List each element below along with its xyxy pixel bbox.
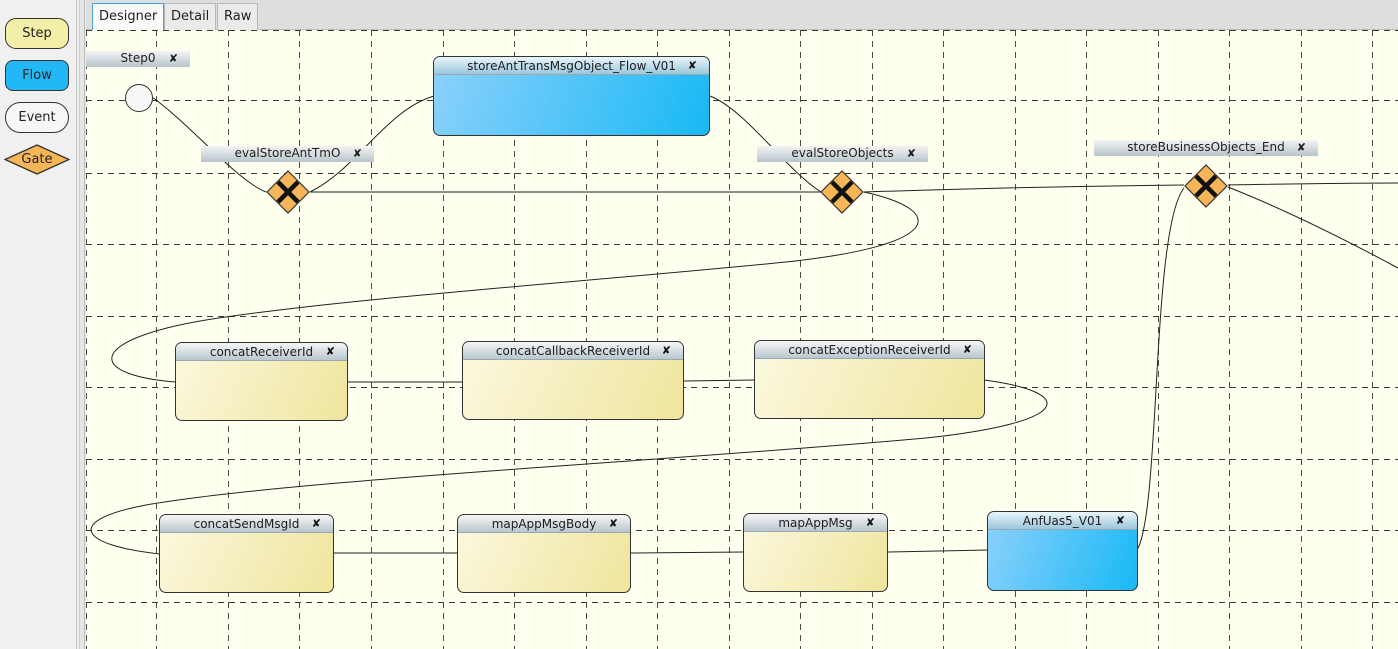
- edge-evalStoreAntTmO-storeAntTrans: [309, 95, 435, 193]
- tab-bar: Designer Detail Raw: [86, 0, 1398, 30]
- gate-evalStoreAntTmO[interactable]: [266, 170, 310, 214]
- evalStoreObjects-label-bar[interactable]: evalStoreObjects ✘: [757, 146, 928, 162]
- node-title: concatCallbackReceiverId: [495, 343, 651, 358]
- gate-diamond-icon: [4, 144, 70, 175]
- flow-node-storeAntTransMsgObject[interactable]: storeAntTransMsgObject_Flow_V01 ✘: [433, 56, 710, 136]
- splitter-handle[interactable]: [79, 0, 85, 649]
- gate-x-icon: [820, 170, 864, 214]
- node-header: concatReceiverId ✘: [176, 343, 347, 361]
- designer-canvas[interactable]: Step0 ✘ storeAntTransMsgObject_Flow_V01 …: [86, 30, 1398, 649]
- palette-event-button[interactable]: Event: [5, 102, 69, 133]
- evalStoreAntTmO-label: evalStoreAntTmO: [234, 146, 341, 160]
- edge-evalStoreObjects-storeBusinessObjectsEnd: [863, 184, 1185, 193]
- edge-storeAntTrans-evalStoreObjects: [709, 95, 822, 193]
- tab-detail[interactable]: Detail: [164, 3, 217, 30]
- edge-mapAppMsg-anfUas5: [886, 549, 989, 553]
- step-node-concatSendMsgId[interactable]: concatSendMsgId ✘: [159, 514, 334, 593]
- close-icon[interactable]: ✘: [608, 517, 618, 530]
- node-title: mapAppMsgBody: [491, 516, 597, 531]
- palette-gate-label: Gate: [21, 152, 53, 167]
- node-title: concatSendMsgId: [193, 516, 300, 531]
- close-icon[interactable]: ✘: [865, 516, 875, 529]
- connection-lines: [90, 95, 1398, 555]
- edge-evalStoreObjects-concatReceiverId: [111, 191, 919, 383]
- step-node-concatExceptionReceiverId[interactable]: concatExceptionReceiverId ✘: [754, 340, 985, 419]
- evalStoreObjects-close-icon[interactable]: ✘: [906, 147, 916, 160]
- gate-evalStoreObjects[interactable]: [820, 170, 864, 214]
- edge-mapAppMsgBody-mapAppMsg: [629, 551, 745, 554]
- start-event-step0[interactable]: [125, 84, 153, 112]
- step0-label: Step0: [120, 51, 156, 65]
- gate-x-icon: [1184, 164, 1228, 208]
- palette-flow-button[interactable]: Flow: [5, 60, 69, 91]
- close-icon[interactable]: ✘: [325, 345, 335, 358]
- close-icon[interactable]: ✘: [311, 517, 321, 530]
- edge-storeBusinessObjectsEnd-out: [1227, 182, 1398, 186]
- edge-storeBusinessObjectsEnd-down: [1227, 186, 1398, 269]
- storeBusinessObjectsEnd-close-icon[interactable]: ✘: [1296, 141, 1306, 154]
- step-node-concatCallbackReceiverId[interactable]: concatCallbackReceiverId ✘: [462, 341, 684, 420]
- node-title: AnfUas5_V01: [1022, 513, 1103, 528]
- canvas-grid: [86, 30, 1398, 649]
- node-header: storeAntTransMsgObject_Flow_V01 ✘: [434, 57, 709, 75]
- node-header: concatSendMsgId ✘: [160, 515, 333, 533]
- edge-concatException-concatSendMsgId: [90, 379, 1048, 555]
- tab-raw[interactable]: Raw: [217, 3, 259, 30]
- storeBusinessObjectsEnd-label: storeBusinessObjects_End: [1127, 140, 1285, 154]
- evalStoreAntTmO-close-icon[interactable]: ✘: [352, 147, 362, 160]
- gate-storeBusinessObjectsEnd[interactable]: [1184, 164, 1228, 208]
- step0-close-icon[interactable]: ✘: [168, 52, 178, 65]
- node-title: mapAppMsg: [778, 515, 853, 530]
- gate-x-icon: [266, 170, 310, 214]
- evalStoreAntTmO-label-bar[interactable]: evalStoreAntTmO ✘: [201, 146, 374, 162]
- close-icon[interactable]: ✘: [661, 344, 671, 357]
- edge-concatCallback-concatException: [683, 379, 756, 382]
- element-palette: Step Flow Event Gate: [0, 0, 77, 649]
- node-title: concatExceptionReceiverId: [788, 342, 951, 357]
- node-title: concatReceiverId: [209, 344, 314, 359]
- close-icon[interactable]: ✘: [687, 59, 697, 72]
- evalStoreObjects-label: evalStoreObjects: [791, 146, 894, 160]
- storeBusinessObjectsEnd-label-bar[interactable]: storeBusinessObjects_End ✘: [1094, 140, 1318, 156]
- node-header: mapAppMsg ✘: [744, 514, 887, 532]
- step0-label-bar[interactable]: Step0 ✘: [86, 51, 190, 67]
- step-node-mapAppMsgBody[interactable]: mapAppMsgBody ✘: [457, 514, 631, 593]
- close-icon[interactable]: ✘: [962, 343, 972, 356]
- step-node-concatReceiverId[interactable]: concatReceiverId ✘: [175, 342, 348, 421]
- node-title: storeAntTransMsgObject_Flow_V01: [467, 58, 676, 73]
- node-header: concatCallbackReceiverId ✘: [463, 342, 683, 360]
- palette-gate-button[interactable]: Gate: [4, 144, 70, 175]
- node-header: AnfUas5_V01 ✘: [988, 512, 1137, 530]
- flow-node-anfUas5[interactable]: AnfUas5_V01 ✘: [987, 511, 1138, 591]
- node-header: concatExceptionReceiverId ✘: [755, 341, 984, 359]
- palette-step-button[interactable]: Step: [5, 18, 69, 49]
- close-icon[interactable]: ✘: [1115, 514, 1125, 527]
- step-node-mapAppMsg[interactable]: mapAppMsg ✘: [743, 513, 888, 592]
- tab-designer[interactable]: Designer: [92, 3, 165, 30]
- edge-step0-evalStoreAntTmO: [151, 96, 267, 193]
- node-header: mapAppMsgBody ✘: [458, 515, 630, 533]
- edge-anfUas5-storeBusinessObjectsEnd: [1136, 187, 1185, 551]
